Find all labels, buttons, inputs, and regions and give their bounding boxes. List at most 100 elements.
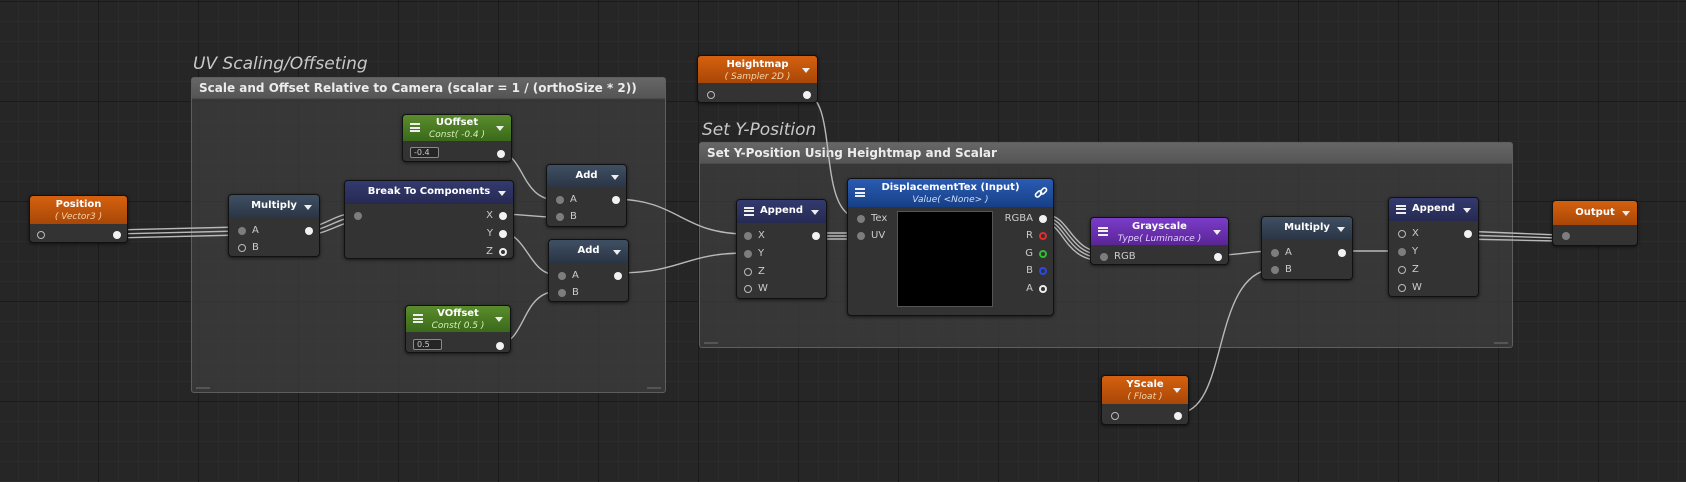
port-a[interactable]: A [238,225,259,237]
port-r[interactable]: R [1026,230,1047,242]
port-z[interactable]: Z [744,266,765,278]
port-a[interactable]: A [1026,283,1047,295]
port-dot[interactable] [1464,230,1472,238]
port-dot[interactable] [499,248,507,256]
node-append[interactable]: Append X Y Z W [1388,197,1479,297]
port-g[interactable]: G [1025,248,1047,260]
port-b[interactable]: B [1271,264,1292,276]
chevron-down-icon[interactable] [802,67,810,73]
port-w[interactable]: W [1398,282,1422,294]
port-dot[interactable] [1039,215,1047,223]
chevron-down-icon[interactable] [498,190,506,196]
port-y[interactable]: Y [744,248,764,260]
port-dot[interactable] [612,196,620,204]
link-icon[interactable] [1034,186,1048,200]
port-a[interactable]: A [556,194,577,206]
port-dot[interactable] [1174,412,1182,420]
node-yscale[interactable]: YScale ( Float ) [1101,375,1189,425]
port-dot[interactable] [354,212,362,220]
port-dot[interactable] [744,268,752,276]
port-dot[interactable] [497,150,505,158]
port-dot[interactable] [556,196,564,204]
node-header[interactable]: Add [547,165,626,188]
port-dot[interactable] [558,289,566,297]
port-tex[interactable]: Tex [857,213,887,225]
port-dot[interactable] [707,91,715,99]
node-heightmap[interactable]: Heightmap ( Sampler 2D ) [697,55,818,103]
node-append[interactable]: Append X Y Z W [736,199,827,299]
node-header[interactable]: YScale ( Float ) [1102,376,1188,404]
chevron-down-icon[interactable] [1622,211,1630,216]
node-header[interactable]: DisplacementTex (Input) Value( <None> ) [848,179,1053,207]
port-dot[interactable] [37,231,45,239]
port-dot[interactable] [113,231,121,239]
node-grayscale[interactable]: Grayscale Type( Luminance ) RGB [1090,217,1229,265]
port-dot[interactable] [1039,232,1047,240]
port-z[interactable]: Z [486,246,507,258]
node-displacement-tex[interactable]: DisplacementTex (Input) Value( <None> ) … [847,178,1054,316]
port-dot[interactable] [614,272,622,280]
port-dot[interactable] [305,227,313,235]
port-dot[interactable] [1039,250,1047,258]
node-header[interactable]: Multiply [1262,217,1352,240]
port-dot[interactable] [1111,412,1119,420]
node-voffset[interactable]: VOffset Const( 0.5 ) 0.5 [405,305,511,353]
node-header[interactable]: Append [737,200,826,223]
chevron-down-icon[interactable] [304,204,312,210]
menu-icon[interactable] [855,188,865,197]
port-dot[interactable] [1562,232,1570,240]
node-header[interactable]: VOffset Const( 0.5 ) [406,306,510,332]
menu-icon[interactable] [410,123,420,132]
node-header[interactable]: Add [549,240,628,263]
node-uoffset[interactable]: UOffset Const( -0.4 ) -0.4 [402,114,512,162]
port-y[interactable]: Y [487,228,507,240]
node-header[interactable]: Position ( Vector3 ) [30,196,127,224]
group-header-ypos[interactable]: Set Y-Position Using Heightmap and Scala… [700,143,1512,164]
port-a[interactable]: A [558,270,579,282]
menu-icon[interactable] [744,206,754,216]
port-dot[interactable] [744,250,752,258]
port-dot[interactable] [1271,266,1279,274]
menu-icon[interactable] [1098,226,1108,236]
port-dot[interactable] [744,232,752,240]
port-uv[interactable]: UV [857,230,885,242]
resize-handle[interactable] [1494,342,1508,344]
resize-handle[interactable] [196,387,210,389]
value-input[interactable]: 0.5 [413,339,442,350]
port-dot[interactable] [857,232,865,240]
node-header[interactable]: UOffset Const( -0.4 ) [403,115,511,141]
menu-icon[interactable] [413,314,423,323]
node-header[interactable]: Heightmap ( Sampler 2D ) [698,56,817,83]
port-dot[interactable] [744,285,752,293]
chevron-down-icon[interactable] [496,126,504,131]
port-dot[interactable] [499,230,507,238]
port-a[interactable]: A [1271,247,1292,259]
menu-icon[interactable] [1396,204,1406,214]
port-dot[interactable] [558,272,566,280]
chevron-down-icon[interactable] [495,317,503,322]
port-dot[interactable] [496,342,504,350]
group-header-uv[interactable]: Scale and Offset Relative to Camera (sca… [192,78,665,99]
port-b[interactable]: B [238,242,259,254]
resize-handle[interactable] [647,387,661,389]
port-dot[interactable] [857,215,865,223]
port-b[interactable]: B [556,211,577,223]
port-dot[interactable] [238,244,246,252]
port-b[interactable]: B [1026,265,1047,277]
node-output[interactable]: Output [1552,200,1638,246]
port-dot[interactable] [1100,253,1108,261]
chevron-down-icon[interactable] [611,174,619,180]
value-input[interactable]: -0.4 [410,147,439,158]
node-break-to-components[interactable]: Break To Components X Y Z [344,180,514,259]
chevron-down-icon[interactable] [613,249,621,255]
port-dot[interactable] [238,227,246,235]
node-header[interactable]: Grayscale Type( Luminance ) [1091,218,1228,245]
node-header[interactable]: Multiply [229,195,319,218]
port-b[interactable]: B [558,287,579,299]
port-y[interactable]: Y [1398,246,1418,258]
chevron-down-icon[interactable] [1337,226,1345,232]
node-header[interactable]: Break To Components [345,181,513,204]
port-dot[interactable] [1338,249,1346,257]
node-position[interactable]: Position ( Vector3 ) [29,195,128,243]
chevron-down-icon[interactable] [1213,229,1221,235]
